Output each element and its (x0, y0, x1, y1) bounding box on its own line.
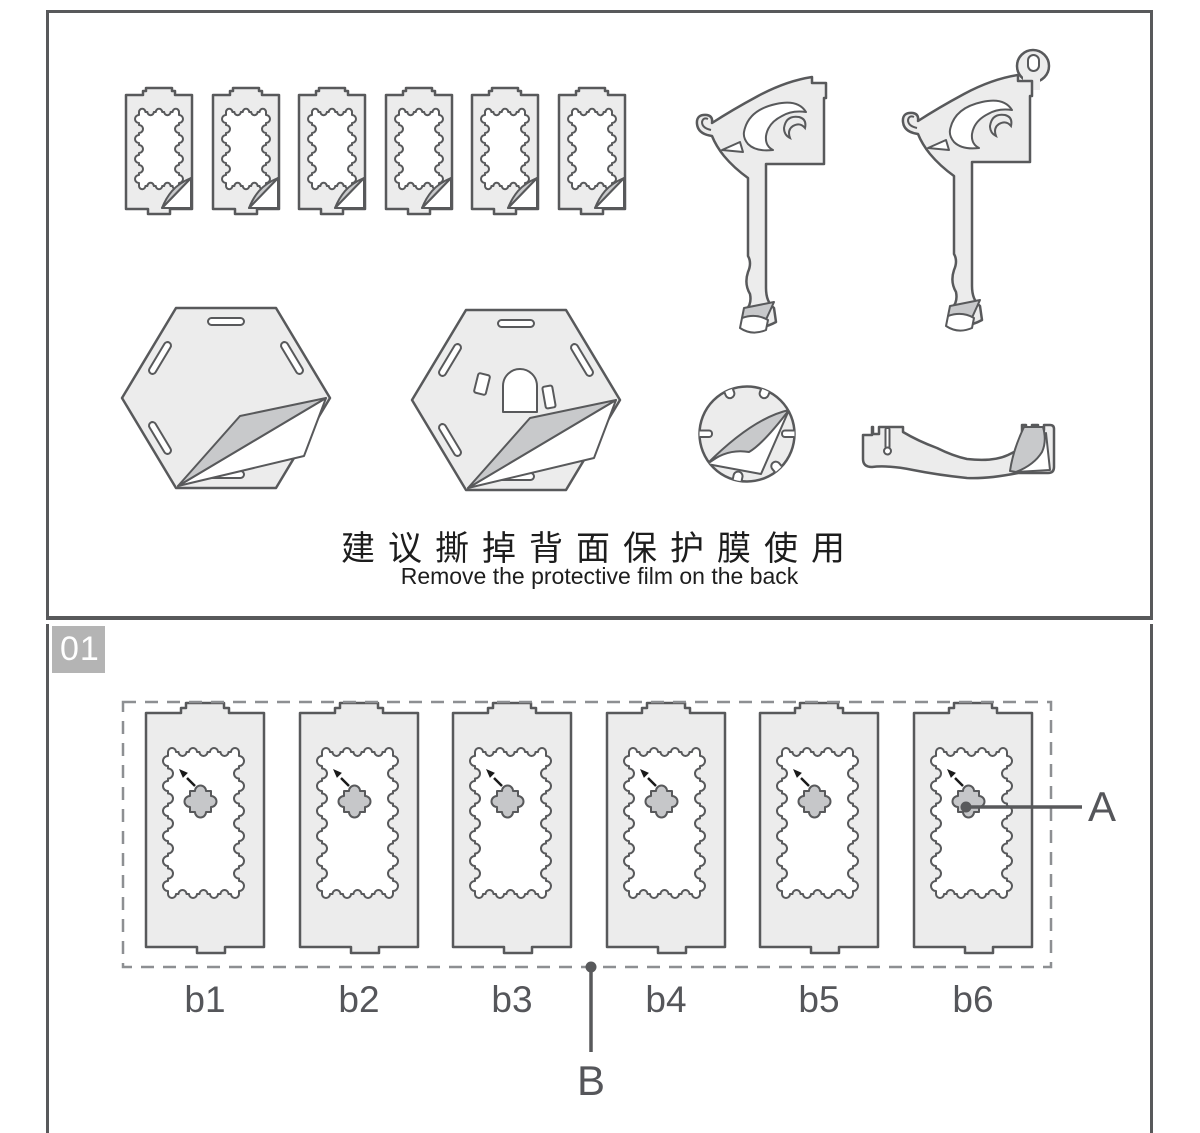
hexagon-panel-piece-1 (120, 306, 332, 490)
frame-piece-b3 (451, 701, 573, 955)
label-b3: b3 (491, 979, 533, 1020)
label-b6: b6 (952, 979, 994, 1020)
label-b5: b5 (798, 979, 840, 1020)
frame-piece-b2 (298, 701, 420, 955)
frame-piece-b5 (758, 701, 880, 955)
frame-piece-b1 (144, 701, 266, 955)
note-english: Remove the protective film on the back (400, 563, 799, 589)
frame-piece-b6 (912, 701, 1034, 955)
film-frame-piece-1 (124, 86, 194, 216)
film-frame-piece-2 (211, 86, 281, 216)
callout-a-label: A (1088, 783, 1117, 830)
curved-bar-piece (861, 423, 1056, 480)
callout-b-label: B (576, 1057, 605, 1104)
film-frame-piece-6 (557, 86, 627, 216)
step-number-badge: 01 (52, 626, 105, 673)
eave-bracket-piece-1 (695, 75, 828, 334)
eave-bracket-piece-2 (901, 48, 1051, 332)
notched-disc-piece (698, 385, 796, 483)
film-frame-piece-5 (470, 86, 540, 216)
arch-cutout (502, 368, 538, 413)
film-frame-piece-3 (297, 86, 367, 216)
label-b1: b1 (184, 979, 226, 1020)
label-b2: b2 (338, 979, 380, 1020)
frame-piece-b4 (605, 701, 727, 955)
film-frame-piece-4 (384, 86, 454, 216)
note-chinese: 建议撕掉背面保护膜使用 (341, 530, 858, 568)
label-b4: b4 (645, 979, 687, 1020)
hexagon-panel-piece-2 (410, 308, 622, 492)
